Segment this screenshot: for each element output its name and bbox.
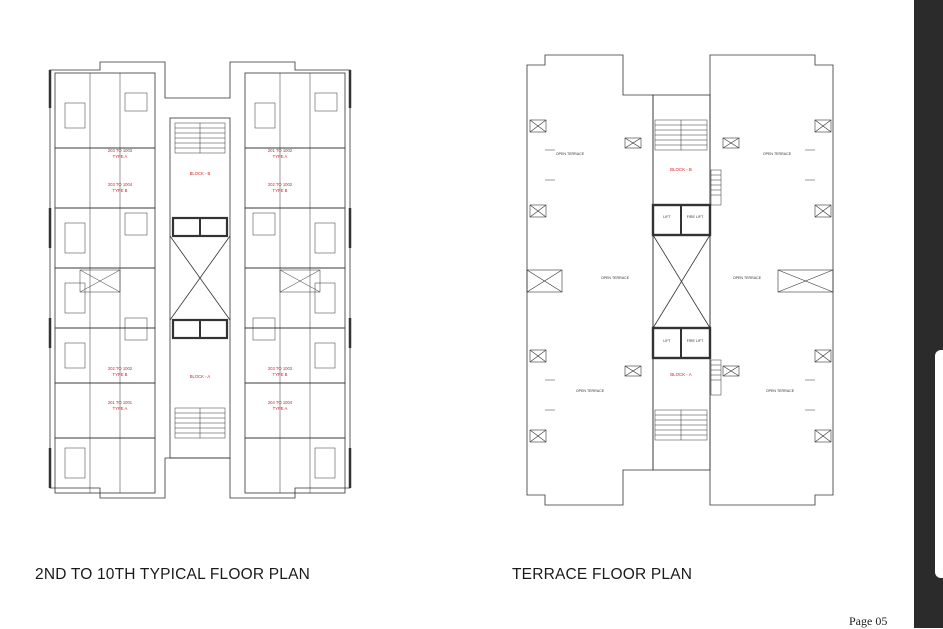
open-terrace-label: OPEN TERRACE — [601, 276, 630, 280]
unit-label-range: 203 TO 1003 — [268, 366, 293, 371]
unit-label-range: 204 TO 1004 — [268, 400, 293, 405]
unit-label-range: 201 TO 1001 — [108, 400, 133, 405]
unit-label-range: 201 TO 1002 — [268, 148, 293, 153]
page-number: Page 05 — [849, 614, 888, 628]
unit-label-type: TYPE A — [113, 406, 128, 411]
terrace-floor-plan-caption: TERRACE FLOOR PLAN — [512, 566, 693, 583]
block-a-label: BLOCK - A — [670, 372, 692, 377]
open-terrace-label: OPEN TERRACE — [733, 276, 762, 280]
terrace-floor-plan-drawing: OPEN TERRACE OPEN TERRACE OPEN TERRACE O… — [526, 54, 834, 506]
open-terrace-label: OPEN TERRACE — [763, 152, 792, 156]
unit-label-range: 203 TO 1004 — [108, 182, 133, 187]
unit-label-type: TYPE B — [113, 372, 128, 377]
viewer-scroll-thumb[interactable] — [935, 350, 943, 578]
unit-label-type: TYPE B — [273, 188, 288, 193]
unit-label-type: TYPE B — [113, 188, 128, 193]
unit-label-type: TYPE B — [273, 372, 288, 377]
unit-label-range: 202 TO 1002 — [268, 182, 293, 187]
open-terrace-label: OPEN TERRACE — [576, 389, 605, 393]
lift-label: LIFT — [663, 215, 671, 219]
unit-label-type: TYPE A — [273, 406, 288, 411]
unit-label-type: TYPE A — [273, 154, 288, 159]
block-b-label: BLOCK - B — [670, 167, 692, 172]
typical-floor-plan-drawing: 203 TO 1003 TYPE A 201 TO 1002 TYPE A 20… — [48, 61, 352, 499]
open-terrace-label: OPEN TERRACE — [766, 389, 795, 393]
fire-lift-label: FIRE LIFT — [687, 215, 704, 219]
unit-label-range: 202 TO 1002 — [108, 366, 133, 371]
unit-label-range: 203 TO 1003 — [108, 148, 133, 153]
block-a-label: BLOCK - A — [190, 374, 211, 379]
fire-lift-label: FIRE LIFT — [687, 339, 704, 343]
typical-floor-plan-caption: 2ND TO 10TH TYPICAL FLOOR PLAN — [35, 566, 311, 583]
unit-label-type: TYPE A — [113, 154, 128, 159]
block-b-label: BLOCK - B — [190, 171, 211, 176]
open-terrace-label: OPEN TERRACE — [556, 152, 585, 156]
lift-label: LIFT — [663, 339, 671, 343]
